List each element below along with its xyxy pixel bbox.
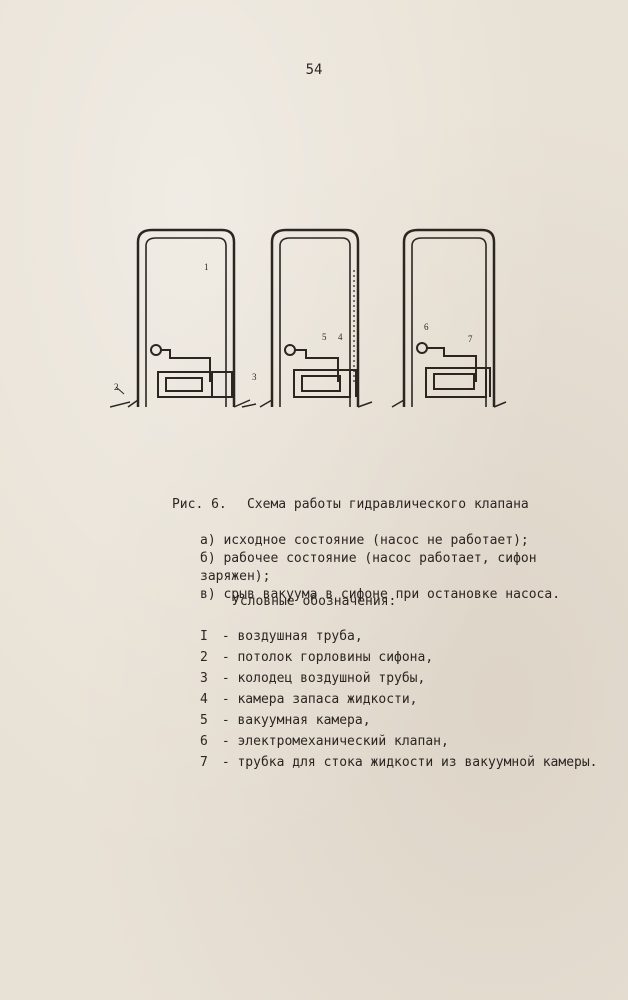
legend-item: 6 - электромеханический клапан, xyxy=(200,734,449,749)
legend-title: Условные обозначения: xyxy=(232,594,397,609)
legend-item: 3 - колодец воздушной трубы, xyxy=(200,671,426,686)
caption-item-b: б) рабочее состояние (насос работает, си… xyxy=(200,551,537,566)
caption-item-c: в) срыв вакуума в сифоне при остановке н… xyxy=(200,587,561,602)
figure-label-7: 7 xyxy=(468,334,473,344)
figure-label-1: 1 xyxy=(204,262,209,272)
legend-item: 2 - потолок горловины сифона, xyxy=(200,650,434,665)
caption-item-b-cont: заряжен); xyxy=(200,569,271,584)
legend-item: 7 - трубка для стока жидкости из вакуумн… xyxy=(200,755,598,770)
figure-label-3: 3 xyxy=(252,372,257,382)
caption-title: Схема работы гидравлического клапана xyxy=(246,497,529,512)
diagram-panel-a: 1 2 3 xyxy=(110,228,257,408)
legend-item: 5 - вакуумная камера, xyxy=(200,713,371,728)
figure-label-4: 4 xyxy=(338,332,343,342)
figure-label-6: 6 xyxy=(424,322,429,332)
figure-label-2: 2 xyxy=(114,382,119,392)
page-number: 54 xyxy=(305,62,323,78)
diagram-panel-c: 6 7 xyxy=(391,228,507,408)
diagram-panel-b: 4 5 xyxy=(259,228,373,408)
figure-label-5: 5 xyxy=(322,332,327,342)
hydraulic-valve-diagram: 1 2 3 4 5 xyxy=(110,222,590,422)
legend-list: I - воздушная труба, 2 - потолок горлови… xyxy=(200,626,620,773)
legend-item: I - воздушная труба, xyxy=(200,629,363,644)
legend-item: 4 - камера запаса жидкости, xyxy=(200,692,418,707)
caption-prefix: Рис. 6. xyxy=(171,497,227,512)
caption-item-a: а) исходное состояние (насос не работает… xyxy=(200,533,529,548)
figure-caption: Рис. 6. Схема работы гидравлического клап… xyxy=(125,478,605,604)
